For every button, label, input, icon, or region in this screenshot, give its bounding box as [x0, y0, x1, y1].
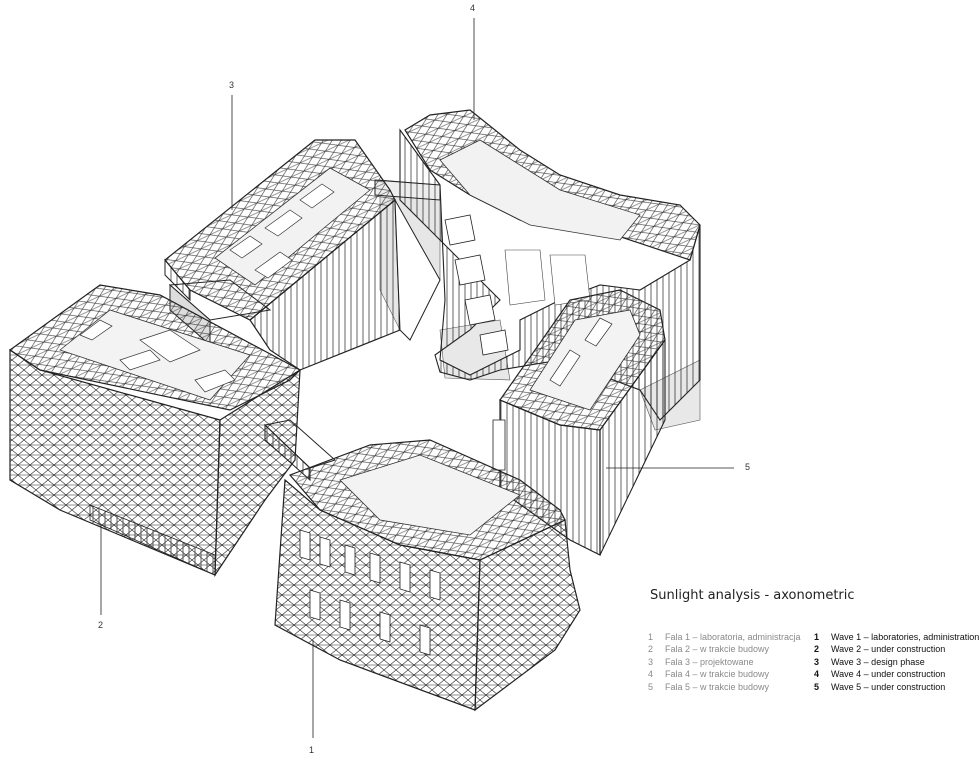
callout-2: 2 [98, 620, 104, 630]
callout-5: 5 [745, 462, 751, 472]
building-2 [8, 284, 301, 578]
building-1 [274, 439, 581, 712]
page-title: Sunlight analysis - axonometric [650, 588, 855, 603]
leader-lines [100, 18, 734, 738]
building-5 [492, 289, 666, 556]
callout-1: 1 [309, 745, 315, 755]
callout-3: 3 [229, 80, 235, 90]
building-3 [164, 139, 441, 371]
callout-4: 4 [470, 3, 476, 13]
